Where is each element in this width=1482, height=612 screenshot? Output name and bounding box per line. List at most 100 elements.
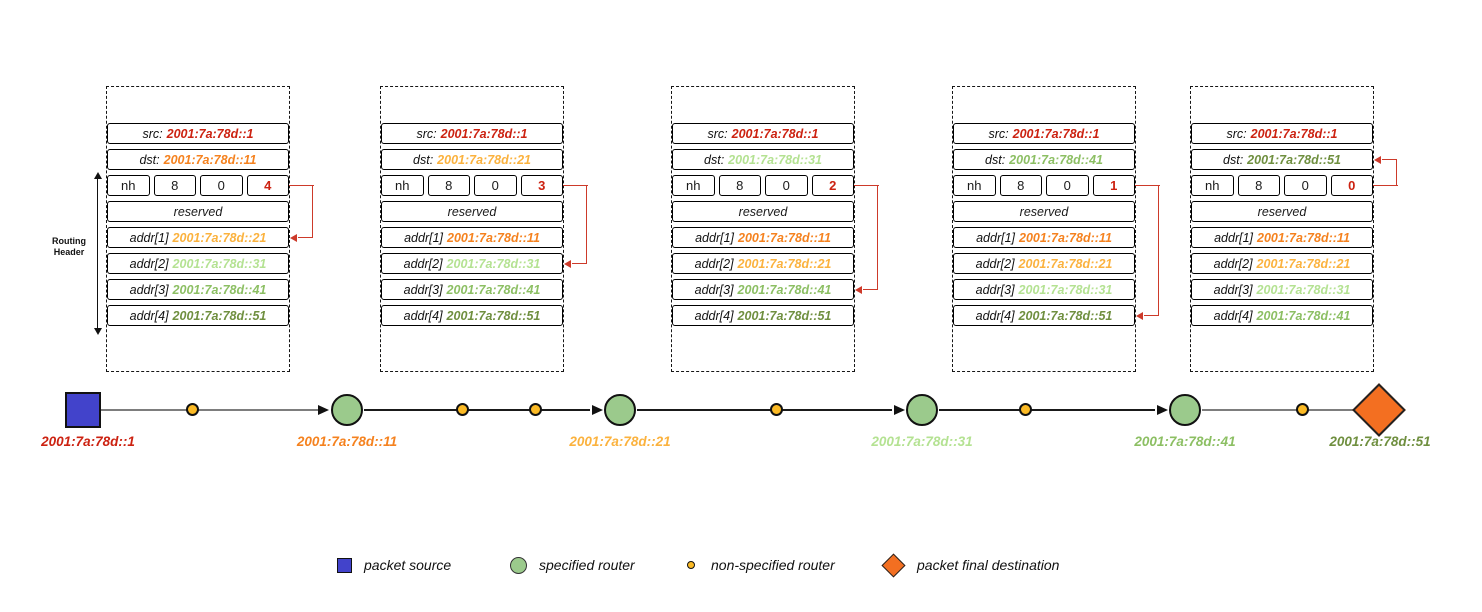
legend-label: packet final destination (917, 557, 1060, 573)
legend-label: non-specified router (711, 557, 835, 573)
segments-left-pointer-line (1373, 185, 1398, 186)
src-label: src: (142, 126, 163, 141)
addr4-label: addr[4] (694, 308, 734, 323)
routing-header-arrow-down-icon (94, 328, 102, 335)
next-header-field: nh (107, 175, 150, 196)
hop-line-2 (364, 409, 590, 411)
legend-label: packet source (364, 557, 452, 573)
addr2-label: addr[2] (129, 256, 169, 271)
next-header-field: nh (953, 175, 996, 196)
addr4-row: addr[4] 2001:7a:78d::51 (381, 305, 563, 326)
packet-header-hop-5: src: 2001:7a:78d::1 dst: 2001:7a:78d::51… (1190, 86, 1398, 372)
next-header-field: nh (672, 175, 715, 196)
addr3-label: addr[3] (403, 282, 443, 297)
non-specified-router-node (186, 403, 199, 416)
addr3-label: addr[3] (129, 282, 169, 297)
src-label: src: (988, 126, 1009, 141)
addr2-row: addr[2] 2001:7a:78d::21 (1191, 253, 1373, 274)
addr3-value: 2001:7a:78d::41 (172, 282, 267, 297)
addr1-value: 2001:7a:78d::11 (1019, 230, 1112, 245)
src-address: 2001:7a:78d::1 (1012, 126, 1100, 141)
segments-left-pointer-line (1144, 315, 1159, 316)
segments-left-pointer-line (1158, 185, 1159, 316)
dst-address: 2001:7a:78d::41 (1009, 152, 1103, 167)
packet-outline (380, 86, 564, 372)
hdr-ext-len-field: 8 (427, 175, 470, 196)
dst-row: dst: 2001:7a:78d::41 (953, 149, 1135, 170)
segments-left-field: 1 (1092, 175, 1135, 196)
src-row: src: 2001:7a:78d::1 (953, 123, 1135, 144)
specified-router-icon (510, 556, 527, 574)
src-row: src: 2001:7a:78d::1 (107, 123, 289, 144)
hop-line-5 (1202, 409, 1354, 411)
dst-label: dst: (985, 152, 1006, 167)
src-address: 2001:7a:78d::1 (731, 126, 819, 141)
segments-left-field: 3 (520, 175, 563, 196)
segments-left-pointer-line (312, 185, 313, 238)
hdr-ext-len-field: 8 (1237, 175, 1280, 196)
addr2-row: addr[2] 2001:7a:78d::31 (381, 253, 563, 274)
segments-left-pointer-line (1396, 159, 1397, 186)
dst-row: dst: 2001:7a:78d::51 (1191, 149, 1373, 170)
src-row: src: 2001:7a:78d::1 (381, 123, 563, 144)
specified-router-node-4 (1169, 394, 1201, 426)
segments-left-pointer-arrow-icon (1136, 312, 1143, 320)
segments-left-pointer-arrow-icon (855, 286, 862, 294)
addr4-row: addr[4] 2001:7a:78d::51 (107, 305, 289, 326)
addr4-row: addr[4] 2001:7a:78d::41 (1191, 305, 1373, 326)
legend-label: specified router (539, 557, 635, 573)
hop-arrow-icon (1157, 405, 1168, 415)
routing-type-field: 0 (1046, 175, 1089, 196)
segments-left-field: 4 (246, 175, 289, 196)
addr3-value: 2001:7a:78d::41 (737, 282, 832, 297)
addr1-value: 2001:7a:78d::11 (1257, 230, 1350, 245)
segments-left-field: 0 (1330, 175, 1373, 196)
specified-router-node-1 (331, 394, 363, 426)
segments-left-field: 2 (811, 175, 854, 196)
packet-outline (671, 86, 855, 372)
src-row: src: 2001:7a:78d::1 (1191, 123, 1373, 144)
addr4-label: addr[4] (975, 308, 1015, 323)
addr3-row: addr[3] 2001:7a:78d::31 (1191, 279, 1373, 300)
segments-left-pointer-line (563, 185, 588, 186)
routing-header-fields-row: nh 8 0 2 (672, 175, 854, 196)
addr1-row: addr[1] 2001:7a:78d::11 (1191, 227, 1373, 248)
addr1-value: 2001:7a:78d::11 (738, 230, 831, 245)
addr2-value: 2001:7a:78d::21 (1018, 256, 1113, 271)
src-address: 2001:7a:78d::1 (1250, 126, 1338, 141)
addr3-label: addr[3] (694, 282, 734, 297)
addr4-row: addr[4] 2001:7a:78d::51 (672, 305, 854, 326)
addr1-label: addr[1] (976, 230, 1016, 245)
addr4-row: addr[4] 2001:7a:78d::51 (953, 305, 1135, 326)
legend-item-specified-router: specified router (510, 554, 635, 576)
routing-header-label-line1: Routing (52, 236, 86, 246)
packet-final-destination-node (1352, 383, 1406, 437)
packet-header-hop-3: src: 2001:7a:78d::1 dst: 2001:7a:78d::31… (671, 86, 879, 372)
addr1-row: addr[1] 2001:7a:78d::11 (381, 227, 563, 248)
hop-line-1 (100, 409, 320, 411)
legend-item-packet-final-destination: packet final destination (881, 552, 1060, 578)
segments-left-pointer-line (298, 237, 313, 238)
addr3-row: addr[3] 2001:7a:78d::41 (381, 279, 563, 300)
routing-header-label: Routing Header (42, 236, 96, 258)
addr4-value: 2001:7a:78d::41 (1256, 308, 1351, 323)
addr1-row: addr[1] 2001:7a:78d::11 (953, 227, 1135, 248)
packet-source-icon (337, 557, 352, 573)
addr3-row: addr[3] 2001:7a:78d::41 (672, 279, 854, 300)
addr2-label: addr[2] (403, 256, 443, 271)
hop-line-3 (637, 409, 892, 411)
dst-label: dst: (1223, 152, 1244, 167)
src-row: src: 2001:7a:78d::1 (672, 123, 854, 144)
routing-header-fields-row: nh 8 0 4 (107, 175, 289, 196)
addr4-value: 2001:7a:78d::51 (1018, 308, 1113, 323)
specified-router-node-2 (604, 394, 636, 426)
addr4-label: addr[4] (1213, 308, 1253, 323)
addr1-value: 2001:7a:78d::21 (172, 230, 267, 245)
routing-type-field: 0 (765, 175, 808, 196)
hop-arrow-icon (318, 405, 329, 415)
dst-address: 2001:7a:78d::31 (728, 152, 822, 167)
routing-header-extent-line (97, 178, 98, 328)
hdr-ext-len-field: 8 (153, 175, 196, 196)
legend-item-non-specified-router: non-specified router (683, 554, 835, 576)
addr2-value: 2001:7a:78d::21 (1256, 256, 1351, 271)
